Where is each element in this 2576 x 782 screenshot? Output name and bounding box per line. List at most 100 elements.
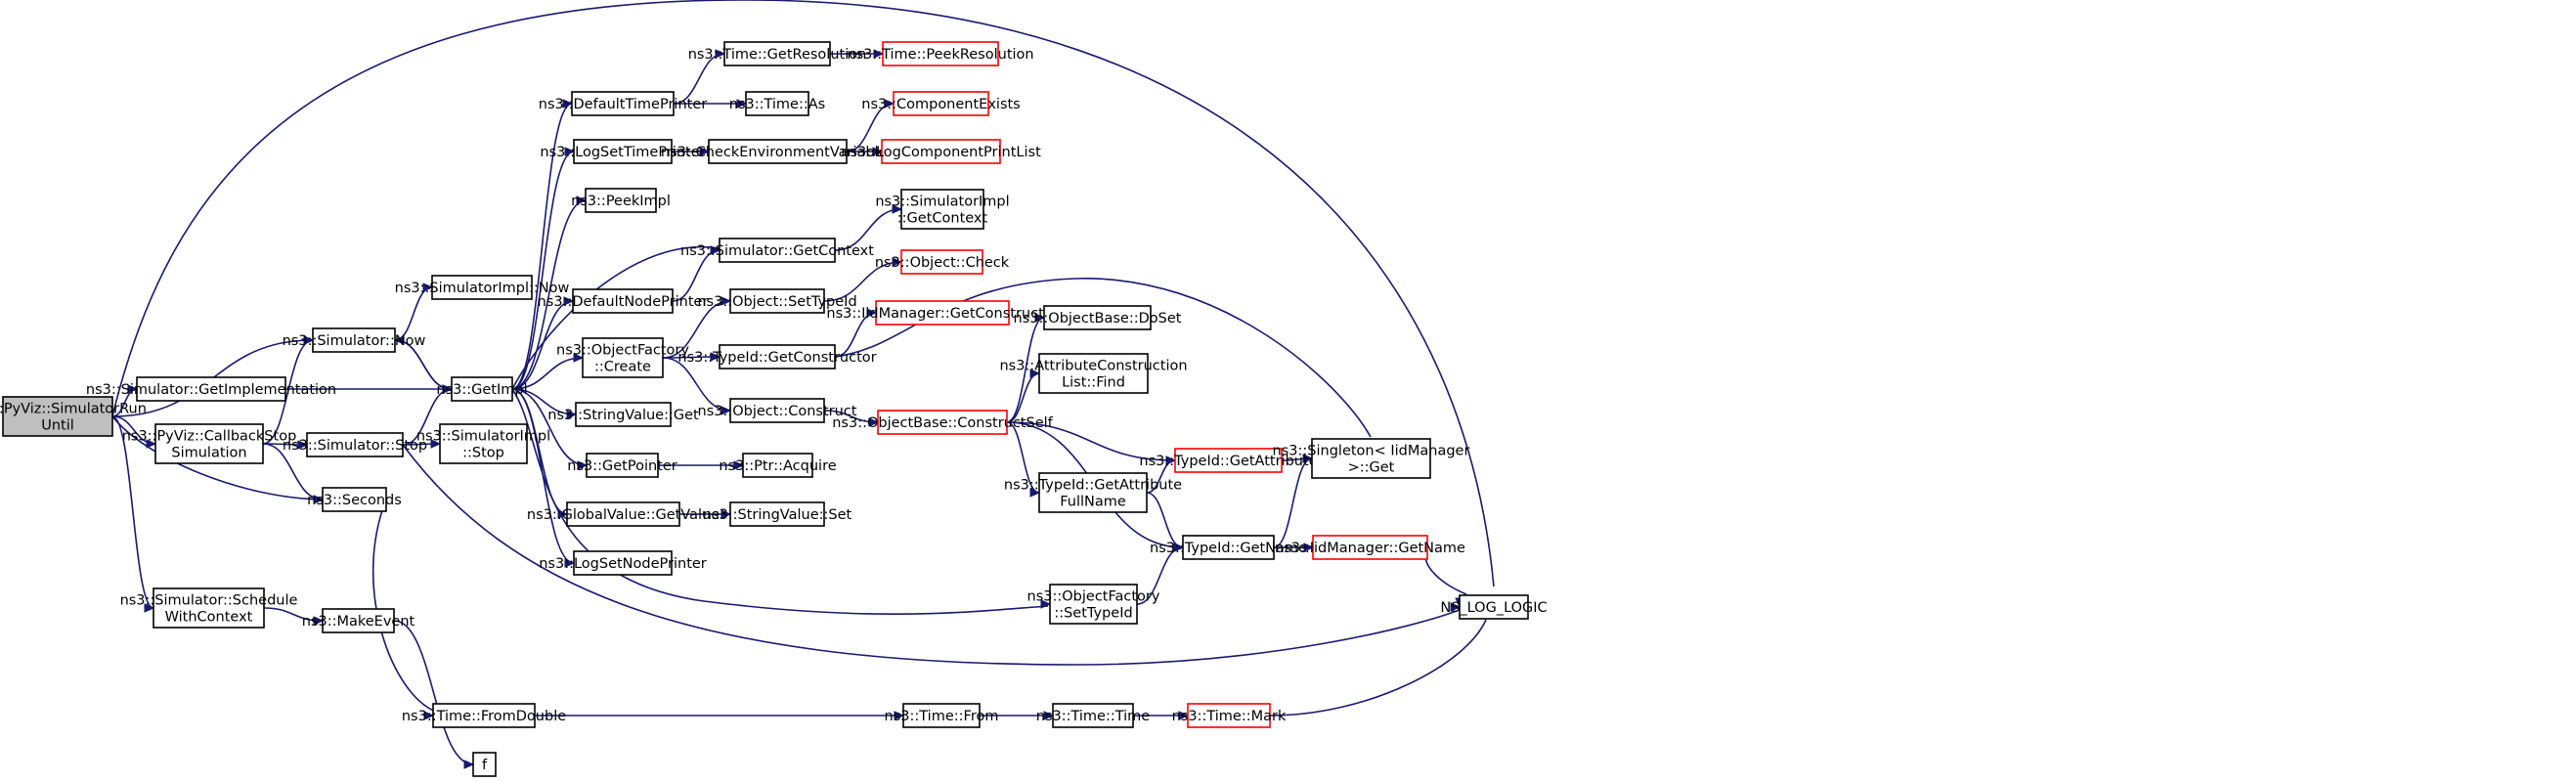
node-box[interactable] — [1043, 305, 1152, 330]
node-iidGetCtor[interactable]: ns3::IidManager::GetConstructor — [826, 300, 1059, 326]
node-box[interactable] — [729, 501, 825, 527]
node-objFactCreate[interactable]: ns3::ObjectFactory::Create — [556, 337, 689, 378]
node-box[interactable] — [877, 410, 1008, 435]
node-box[interactable] — [306, 432, 404, 457]
node-typeIdGetName[interactable]: ns3::TypeId::GetName — [1150, 535, 1307, 560]
node-box[interactable] — [572, 288, 674, 314]
node-box[interactable] — [431, 275, 533, 300]
node-box[interactable] — [723, 41, 831, 66]
node-simGetContext[interactable]: ns3::Simulator::GetContext — [680, 238, 874, 263]
node-box[interactable] — [745, 91, 809, 116]
node-box[interactable] — [729, 398, 825, 423]
node-box[interactable] — [882, 41, 999, 66]
node-box[interactable] — [1038, 472, 1148, 513]
node-box[interactable] — [719, 238, 836, 263]
node-logSetNodePrinter[interactable]: ns3::LogSetNodePrinter — [539, 550, 707, 576]
node-seconds[interactable]: ns3::Seconds — [307, 487, 402, 512]
node-box[interactable] — [900, 189, 984, 230]
node-box[interactable] — [881, 139, 1001, 164]
node-stringValueSet[interactable]: ns3::StringValue::Set — [703, 501, 852, 527]
node-now[interactable]: ns3::Simulator::Now — [283, 327, 426, 353]
node-objSetTypeId[interactable]: ns3::Object::SetTypeId — [697, 288, 857, 314]
node-f[interactable]: f — [472, 752, 497, 777]
node-box[interactable] — [586, 453, 659, 478]
node-box[interactable] — [1038, 353, 1149, 394]
node-box[interactable] — [322, 487, 387, 512]
node-objConstruct[interactable]: ns3::Object::Construct — [698, 398, 857, 423]
node-box[interactable] — [1312, 535, 1428, 560]
node-box[interactable] — [432, 703, 536, 728]
node-box[interactable] — [585, 188, 657, 213]
node-box[interactable] — [571, 91, 675, 116]
node-objCheck[interactable]: ns3::Object::Check — [875, 249, 1010, 275]
node-box[interactable] — [1052, 703, 1134, 728]
node-objFactSetTypeId[interactable]: ns3::ObjectFactory::SetTypeId — [1027, 584, 1160, 625]
node-box[interactable] — [1049, 584, 1138, 625]
node-box[interactable] — [708, 139, 848, 164]
node-box[interactable] — [439, 423, 528, 464]
node-box[interactable] — [1187, 703, 1271, 728]
node-ptrAcquire[interactable]: ns3::Ptr::Acquire — [719, 453, 837, 478]
node-timeMark[interactable]: ns3::Time::Mark — [1172, 703, 1287, 728]
node-logCompPrintList[interactable]: ns3::LogComponentPrintList — [841, 139, 1041, 164]
node-fromDouble[interactable]: ns3::Time::FromDouble — [402, 703, 566, 728]
node-box[interactable] — [2, 396, 113, 437]
node-getImpl0[interactable]: ns3::Simulator::GetImplementation — [86, 376, 336, 402]
node-typeIdGetCtor[interactable]: ns3::TypeId::GetConstructor — [677, 344, 877, 369]
node-box[interactable] — [893, 91, 989, 116]
node-box[interactable] — [575, 402, 672, 427]
node-typeIdGetAttr[interactable]: ns3::TypeId::GetAttribute — [1139, 448, 1318, 473]
node-box[interactable] — [1311, 438, 1431, 479]
node-logSetTimePrinter[interactable]: ns3::LogSetTimePrinter — [540, 139, 706, 164]
node-simImplStop[interactable]: ns3::SimulatorImpl::Stop — [416, 423, 550, 464]
node-timePeekRes[interactable]: ns3::Time::PeekResolution — [847, 41, 1034, 66]
node-stringValueGet[interactable]: ns3::StringValue::Get — [547, 402, 699, 427]
node-box[interactable] — [573, 550, 673, 576]
node-box[interactable] — [472, 752, 497, 777]
node-box[interactable] — [1182, 535, 1275, 560]
node-compExists[interactable]: ns3::ComponentExists — [861, 91, 1021, 116]
node-box[interactable] — [153, 587, 265, 629]
node-box[interactable] — [312, 327, 396, 353]
node-box[interactable] — [582, 337, 664, 378]
node-iidGetName[interactable]: ns3::IidManager::GetName — [1275, 535, 1465, 560]
node-simImplNow[interactable]: ns3::SimulatorImpl::Now — [395, 275, 570, 300]
node-timeAs[interactable]: ns3::Time::As — [729, 91, 825, 116]
node-stop[interactable]: ns3::Simulator::Stop — [283, 432, 427, 457]
node-box[interactable] — [875, 300, 1010, 326]
node-peekImpl[interactable]: ns3::PeekImpl — [571, 188, 671, 213]
node-getImpl[interactable]: ns3::GetImpl — [436, 376, 528, 402]
node-getPointer[interactable]: ns3::GetPointer — [567, 453, 677, 478]
node-box[interactable] — [136, 376, 286, 402]
node-objBaseDoSet[interactable]: ns3::ObjectBase::DoSet — [1014, 305, 1182, 330]
node-simImplGetContext[interactable]: ns3::SimulatorImpl::GetContext — [875, 189, 1010, 230]
node-objBaseCS[interactable]: ns3::ObjectBase::ConstructSelf — [832, 410, 1054, 435]
node-box[interactable] — [451, 376, 513, 402]
node-timeFrom[interactable]: ns3::Time::From — [885, 703, 999, 728]
node-box[interactable] — [902, 703, 981, 728]
node-box[interactable] — [742, 453, 813, 478]
node-timeTime[interactable]: ns3::Time::Time — [1036, 703, 1151, 728]
node-globalValueGet[interactable]: ns3::GlobalValue::GetValue — [527, 501, 720, 527]
node-box[interactable] — [566, 501, 680, 527]
node-box[interactable] — [719, 344, 836, 369]
node-box[interactable] — [900, 249, 983, 275]
node-singletonGet[interactable]: ns3::Singleton< IidManager >::Get — [1273, 438, 1470, 479]
node-makeEvent[interactable]: ns3::MakeEvent — [302, 608, 415, 633]
node-nsLogLogic[interactable]: NS_LOG_LOGIC — [1440, 594, 1548, 620]
node-defNodePrinter[interactable]: ns3::DefaultNodePrinter — [538, 288, 709, 314]
node-timeGetRes[interactable]: ns3::Time::GetResolution — [688, 41, 867, 66]
node-box[interactable] — [573, 139, 673, 164]
node-defTimePrinter[interactable]: ns3::DefaultTimePrinter — [539, 91, 707, 116]
node-box[interactable] — [1174, 448, 1283, 473]
node-box[interactable] — [1459, 594, 1529, 620]
node-checkEnv[interactable]: ns3::CheckEnvironmentVariables — [661, 139, 895, 164]
node-box[interactable] — [322, 608, 395, 633]
node-box[interactable] — [154, 423, 264, 464]
node-box[interactable] — [729, 288, 825, 314]
